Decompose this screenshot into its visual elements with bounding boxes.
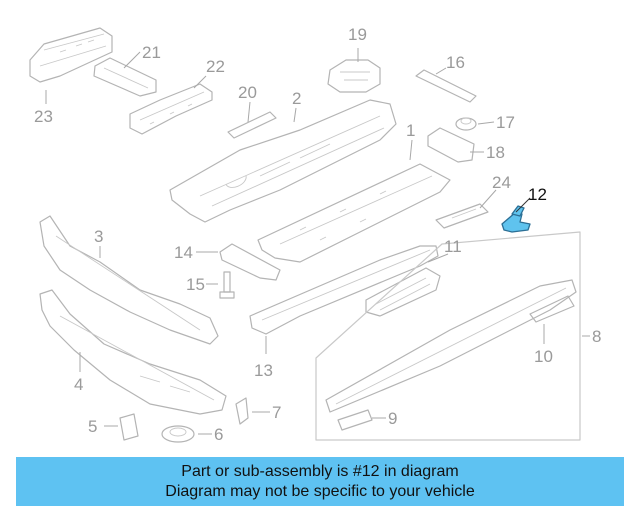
part-19-illustration <box>327 59 381 93</box>
callout-22: 22 <box>206 57 225 76</box>
callout-14: 14 <box>174 243 193 262</box>
banner-line-part: Part or sub-assembly is #12 in diagram <box>181 462 459 480</box>
part-4-illustration <box>39 289 227 415</box>
callout-23: 23 <box>34 107 53 126</box>
callout-19: 19 <box>348 25 367 44</box>
part-6-illustration <box>161 425 195 443</box>
part-10-illustration <box>529 295 575 323</box>
callout-6: 6 <box>214 425 223 444</box>
callout-8: 8 <box>592 327 601 346</box>
part-24-illustration <box>435 203 489 229</box>
callout-4: 4 <box>74 375 83 394</box>
banner-line-disclaimer: Diagram may not be specific to your vehi… <box>165 482 475 500</box>
part-3-illustration <box>39 215 219 345</box>
callout-15: 15 <box>186 275 205 294</box>
callout-7: 7 <box>272 403 281 422</box>
part-1-illustration <box>257 163 451 263</box>
callout-16: 16 <box>446 53 465 72</box>
part-21-illustration <box>93 57 157 97</box>
callout-3: 3 <box>94 227 103 246</box>
part-20-illustration <box>227 111 277 139</box>
callout-17: 17 <box>496 113 515 132</box>
part-13-illustration <box>249 245 439 335</box>
part-16-illustration <box>415 69 477 103</box>
part-9-illustration <box>337 409 373 431</box>
part-2-illustration <box>169 99 397 223</box>
part-14-illustration <box>219 243 281 281</box>
callout-1: 1 <box>406 121 415 140</box>
part-12-illustration <box>501 205 531 233</box>
part-5-illustration <box>119 413 139 441</box>
parts-diagram: 23 21 22 19 16 17 18 20 2 1 24 12 3 14 1… <box>29 25 601 444</box>
callout-5: 5 <box>88 417 97 436</box>
part-15-illustration <box>219 271 235 299</box>
callout-21: 21 <box>142 43 161 62</box>
callout-9: 9 <box>388 409 397 428</box>
part-11-illustration <box>365 267 441 317</box>
callout-20: 20 <box>238 83 257 102</box>
info-banner: Part or sub-assembly is #12 in diagram D… <box>16 457 624 506</box>
part-18-illustration <box>427 127 475 163</box>
callout-labels: 23 21 22 19 16 17 18 20 2 1 24 12 3 14 1… <box>34 25 601 444</box>
callout-10: 10 <box>534 347 553 366</box>
part-22-illustration <box>129 83 213 135</box>
callout-18: 18 <box>486 143 505 162</box>
part-17-illustration <box>455 117 477 131</box>
part-23-illustration <box>29 27 113 83</box>
callout-24: 24 <box>492 173 511 192</box>
leader-lines <box>45 48 590 435</box>
part-8-illustration <box>315 231 581 441</box>
callout-12: 12 <box>528 185 547 204</box>
callout-13: 13 <box>254 361 273 380</box>
part-7-illustration <box>235 397 249 425</box>
callout-11: 11 <box>444 237 462 256</box>
callout-2: 2 <box>292 89 301 108</box>
